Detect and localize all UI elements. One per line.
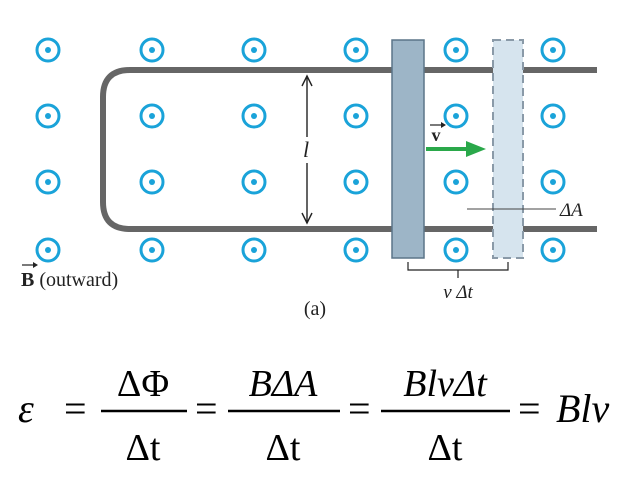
length-dimension: l: [297, 74, 317, 225]
equals-1: =: [64, 386, 87, 431]
emf-result: Blv: [556, 386, 610, 431]
moving-rod: [391, 39, 425, 259]
area-change-label-group: ΔA: [467, 200, 583, 221]
flux-denominator: Δt: [126, 427, 161, 469]
field-out-of-page-icon: [139, 169, 165, 195]
field-out-of-page-icon: [241, 103, 267, 129]
field-out-of-page-icon: [241, 237, 267, 263]
field-out-of-page-icon: [35, 37, 61, 63]
rail-circuit: [100, 67, 597, 232]
displacement-label: v Δt: [443, 282, 473, 303]
field-out-of-page-icon: [443, 37, 469, 63]
emf-symbol: ε: [18, 386, 34, 431]
magnetic-field-grid: [35, 37, 566, 263]
field-out-of-page-icon: [241, 37, 267, 63]
field-out-of-page-icon: [540, 237, 566, 263]
length-label: l: [303, 137, 309, 162]
field-out-of-page-icon: [139, 237, 165, 263]
field-legend: B (outward): [21, 262, 118, 291]
velocity-arrow: v: [426, 122, 486, 157]
area-change-label: ΔA: [559, 200, 583, 221]
field-out-of-page-icon: [343, 237, 369, 263]
field-out-of-page-icon: [343, 103, 369, 129]
figure-caption: (a): [304, 298, 326, 320]
field-out-of-page-icon: [540, 103, 566, 129]
equals-3: =: [348, 386, 371, 431]
field-out-of-page-icon: [443, 169, 469, 195]
motion-numerator: BlvΔt: [403, 363, 488, 405]
svg-text:B (outward): B (outward): [21, 269, 118, 291]
field-out-of-page-icon: [35, 103, 61, 129]
field-out-of-page-icon: [343, 37, 369, 63]
field-out-of-page-icon: [540, 37, 566, 63]
displacement-bracket: v Δt: [407, 262, 509, 303]
field-out-of-page-icon: [540, 169, 566, 195]
field-out-of-page-icon: [139, 103, 165, 129]
area-numerator: BΔA: [249, 363, 319, 405]
field-out-of-page-icon: [443, 237, 469, 263]
rod-later-position: [492, 39, 524, 259]
emf-equation: ε = ΔΦ Δt = BΔA Δt = BlvΔt Δt = Blv: [18, 363, 610, 469]
field-out-of-page-icon: [35, 237, 61, 263]
flux-numerator: ΔΦ: [117, 363, 169, 405]
field-symbol-label: B: [21, 269, 34, 291]
field-direction-label: (outward): [34, 269, 118, 291]
field-out-of-page-icon: [443, 103, 469, 129]
field-out-of-page-icon: [343, 169, 369, 195]
motion-denominator: Δt: [428, 427, 463, 469]
equals-2: =: [195, 386, 218, 431]
field-out-of-page-icon: [35, 169, 61, 195]
equals-4: =: [518, 386, 541, 431]
area-denominator: Δt: [266, 427, 301, 469]
velocity-label: v: [432, 125, 441, 145]
field-out-of-page-icon: [241, 169, 267, 195]
field-out-of-page-icon: [139, 37, 165, 63]
